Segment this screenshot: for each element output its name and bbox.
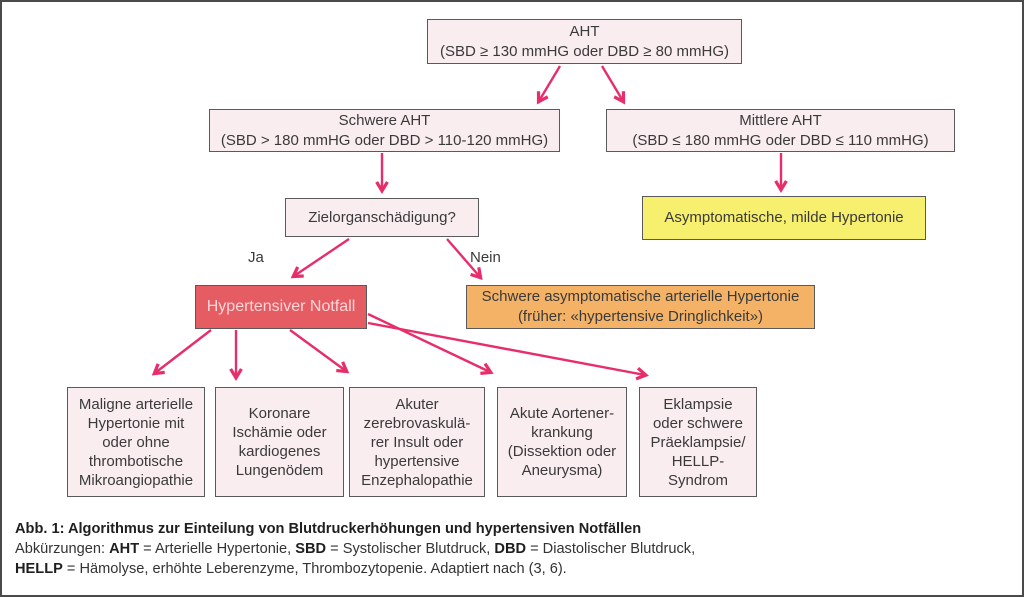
arrow-notfall-to-outcome1 [151, 329, 212, 376]
caption-abbr-dbd: DBD [494, 541, 527, 557]
node-aht-title: AHT [569, 22, 600, 40]
node-mittlere-aht-criteria: (SBD ≤ 180 mmHG oder DBD ≤ 110 mmHG) [632, 131, 929, 149]
node-schwere-aht-title: Schwere AHT [338, 111, 431, 129]
arrow-ja-to-notfall [290, 238, 350, 279]
node-outcome-zerebrovaskulaerer-insult: Akuter zerebrovaskulä- rer Insult oder h… [349, 387, 485, 497]
node-dringlichkeit-line1: Schwere asymptomatische arterielle Hyper… [481, 288, 800, 305]
edge-label-ja: Ja [248, 249, 264, 266]
node-outcome-eklampsie: Eklampsie oder schwere Präeklampsie/ HEL… [639, 387, 757, 497]
node-dringlichkeit-line2: (früher: «hypertensive Dringlichkeit») [517, 308, 764, 325]
node-outcome-maligne-hypertonie: Maligne arterielle Hypertonie mit oder o… [67, 387, 205, 497]
arrow-notfall-to-outcome5 [367, 321, 649, 381]
node-outcome-aortenerkrankung: Akute Aortener- krankung (Dissektion ode… [497, 387, 627, 497]
node-milde-hypertonie: Asymptomatische, milde Hypertonie [642, 196, 926, 240]
node-milde-hypertonie-title: Asymptomatische, milde Hypertonie [664, 209, 904, 226]
node-aht: AHT (SBD ≥ 130 mmHG oder DBD ≥ 80 mmHG) [427, 19, 742, 64]
caption-abbreviations-line: Abkürzungen: AHT = Arterielle Hypertonie… [15, 539, 1005, 559]
node-zielorganschaedigung: Zielorganschädigung? [285, 198, 479, 237]
node-schwere-aht: Schwere AHT (SBD > 180 mmHG oder DBD > 1… [209, 109, 560, 152]
caption-def-dbd: = Diastolischer Blutdruck, [526, 541, 696, 557]
caption-def-sbd: = Systolischer Blutdruck, [326, 541, 495, 557]
caption-abbr-sbd: SBD [295, 541, 327, 557]
node-mittlere-aht: Mittlere AHT (SBD ≤ 180 mmHG oder DBD ≤ … [606, 109, 955, 152]
node-hypertensiver-notfall: Hypertensiver Notfall [195, 285, 367, 329]
caption-hellp-line: HELLP = Hämolyse, erhöhte Leberenzyme, T… [15, 559, 1005, 579]
node-zielorganschaedigung-title: Zielorganschädigung? [308, 208, 456, 226]
caption-def-hellp: = Hämolyse, erhöhte Leberenzyme, Thrombo… [62, 561, 567, 577]
node-outcome-koronare-ischaemie: Koronare Ischämie oder kardiogenes Lunge… [215, 387, 344, 497]
node-hypertensive-dringlichkeit: Schwere asymptomatische arterielle Hyper… [466, 285, 815, 329]
node-aht-criteria: (SBD ≥ 130 mmHG oder DBD ≥ 80 mmHG) [439, 42, 730, 60]
node-hypertensiver-notfall-title: Hypertensiver Notfall [206, 298, 356, 315]
arrow-aht-to-mittlere [600, 65, 626, 105]
arrow-aht-to-schwere [536, 65, 562, 105]
caption-abbr-hellp: HELLP [15, 561, 63, 577]
edge-label-nein: Nein [470, 249, 501, 266]
caption-abbr-aht: AHT [109, 541, 140, 557]
caption-def-aht: = Arterielle Hypertonie, [139, 541, 296, 557]
figure-caption: Abb. 1: Algorithmus zur Einteilung von B… [15, 519, 1005, 579]
node-mittlere-aht-title: Mittlere AHT [739, 111, 822, 129]
caption-title: Abb. 1: Algorithmus zur Einteilung von B… [15, 521, 642, 537]
caption-abbr-prefix: Abkürzungen: [15, 541, 110, 557]
arrow-notfall-to-outcome3 [289, 329, 350, 374]
node-schwere-aht-criteria: (SBD > 180 mmHG oder DBD > 110-120 mmHG) [220, 131, 549, 149]
